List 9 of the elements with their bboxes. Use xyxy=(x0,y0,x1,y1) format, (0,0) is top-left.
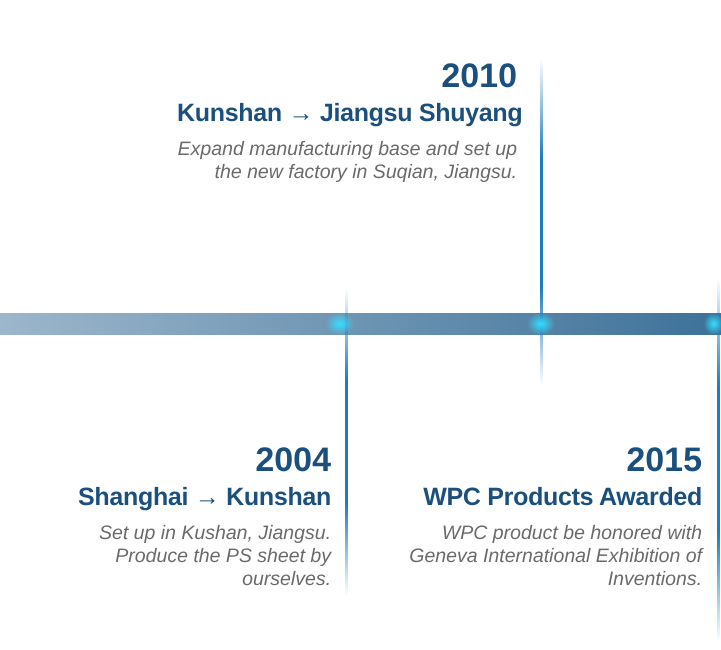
event-description: Set up in Kushan, Jiangsu. Produce the PS sheet by ourselves. xyxy=(98,522,331,591)
year-label: 2004 xyxy=(255,440,331,480)
event-heading: Kunshan → Jiangsu Shuyang xyxy=(177,98,522,129)
year-label: 2010 xyxy=(441,56,517,96)
year-label: 2015 xyxy=(626,440,702,480)
event-description: Expand manufacturing base and set up the new factory in Suqian, Jiangsu. xyxy=(177,138,517,184)
event-heading: Shanghai → Kunshan xyxy=(78,482,331,513)
event-heading: WPC Products Awarded xyxy=(423,482,702,513)
event-description: WPC product be honored with Geneva International Exhibition of Inventions. xyxy=(408,522,702,591)
